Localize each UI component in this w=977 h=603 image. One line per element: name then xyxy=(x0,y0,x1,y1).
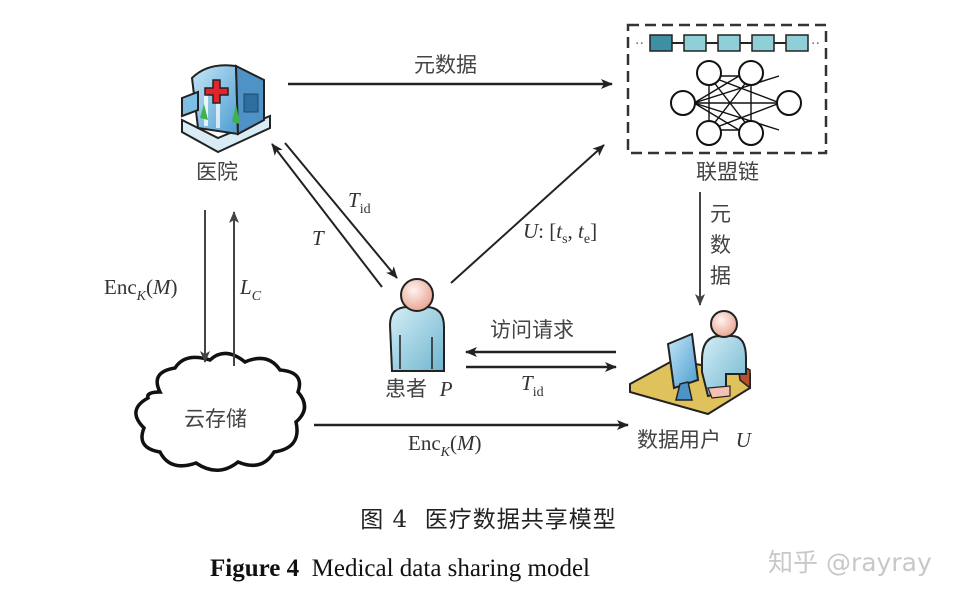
svg-text:··: ·· xyxy=(811,36,820,52)
cloud-storage-label: 云存储 xyxy=(184,407,247,431)
chain-block xyxy=(785,34,809,52)
label-bracket-open: : [ xyxy=(538,219,556,243)
edge-chain-to-user-label-3: 据 xyxy=(710,264,731,288)
edge-hospital-to-chain-label: 元数据 xyxy=(414,53,477,77)
edge-cloud-to-hospital-label: LC xyxy=(239,275,262,304)
hospital-building-icon xyxy=(181,64,271,154)
caption-cn-prefix: 图 4 xyxy=(360,507,409,533)
label-id-sub: id xyxy=(533,385,544,400)
caption-cn-title: 医疗数据共享模型 xyxy=(424,507,617,533)
label-ts-sub: s xyxy=(562,232,567,247)
edge-patient-to-hospital-label: T xyxy=(312,226,325,250)
label-U: U xyxy=(523,219,540,243)
data-user-var: U xyxy=(736,428,753,452)
figure-caption-cn: 图 4 医疗数据共享模型 xyxy=(0,500,977,534)
label-ts: t xyxy=(556,219,563,243)
data-user-label: 数据用户 U xyxy=(637,428,753,452)
label-K-sub: K xyxy=(440,445,451,460)
caption-en-title: Medical data sharing model xyxy=(311,555,591,582)
label-id-sub: id xyxy=(360,202,371,217)
label-C-sub: C xyxy=(252,289,262,304)
svg-text:··: ·· xyxy=(635,36,644,52)
label-te: t xyxy=(578,219,585,243)
consortium-chain-label: 联盟链 xyxy=(696,160,759,184)
label-M: M xyxy=(152,275,172,299)
data-user-label-text: 数据用户 xyxy=(637,428,721,452)
label-paren-close: ) xyxy=(475,431,482,455)
chain-block xyxy=(717,34,741,52)
label-enc: Enc xyxy=(408,431,441,455)
label-L: L xyxy=(239,275,252,299)
label-enc: Enc xyxy=(104,275,137,299)
edge-patient-to-user-label: Tid xyxy=(521,371,544,400)
cloud-icon xyxy=(134,351,307,472)
patient-var: P xyxy=(439,377,453,401)
hospital-label: 医院 xyxy=(196,160,238,184)
figure-caption-en: Figure 4 Medical data sharing model xyxy=(210,555,590,583)
patient-person-icon xyxy=(388,278,445,372)
edge-patient-to-chain xyxy=(450,144,605,284)
chain-block xyxy=(683,34,707,52)
medical-data-sharing-diagram: 医院 ·· ·· 联盟链 患者 P 云存储 xyxy=(104,23,828,472)
label-T: T xyxy=(348,188,361,212)
blockchain-network-icon: ·· ·· xyxy=(626,23,828,155)
chain-block xyxy=(649,34,673,52)
edge-hospital-to-cloud-label: EncK(M) xyxy=(104,275,178,304)
label-M: M xyxy=(456,431,476,455)
label-paren-open: ( xyxy=(146,275,153,299)
patient-label-text: 患者 xyxy=(385,377,427,401)
edge-hospital-to-patient-label: Tid xyxy=(348,188,371,217)
edge-patient-to-hospital xyxy=(271,143,383,288)
label-paren-close: ) xyxy=(171,275,178,299)
label-sep: , xyxy=(568,219,579,243)
label-K-sub: K xyxy=(136,289,147,304)
chain-block xyxy=(751,34,775,52)
label-te-sub: e xyxy=(584,232,590,247)
watermark: 知乎 @rayray xyxy=(768,548,932,577)
label-T: T xyxy=(521,371,534,395)
edge-user-to-patient-label: 访问请求 xyxy=(490,318,574,342)
label-bracket-close: ] xyxy=(590,219,597,243)
edge-chain-to-user-label-2: 数 xyxy=(710,233,731,257)
edge-cloud-to-user-label: EncK(M) xyxy=(408,431,482,460)
edge-chain-to-user-label-1: 元 xyxy=(710,202,731,226)
label-paren-open: ( xyxy=(450,431,457,455)
patient-label: 患者 P xyxy=(385,377,453,401)
edge-hospital-to-patient xyxy=(284,142,398,279)
caption-en-prefix: Figure 4 xyxy=(210,555,300,582)
user-at-computer-icon xyxy=(629,310,751,416)
edge-patient-to-chain-label: U: [ts, te] xyxy=(523,219,597,247)
